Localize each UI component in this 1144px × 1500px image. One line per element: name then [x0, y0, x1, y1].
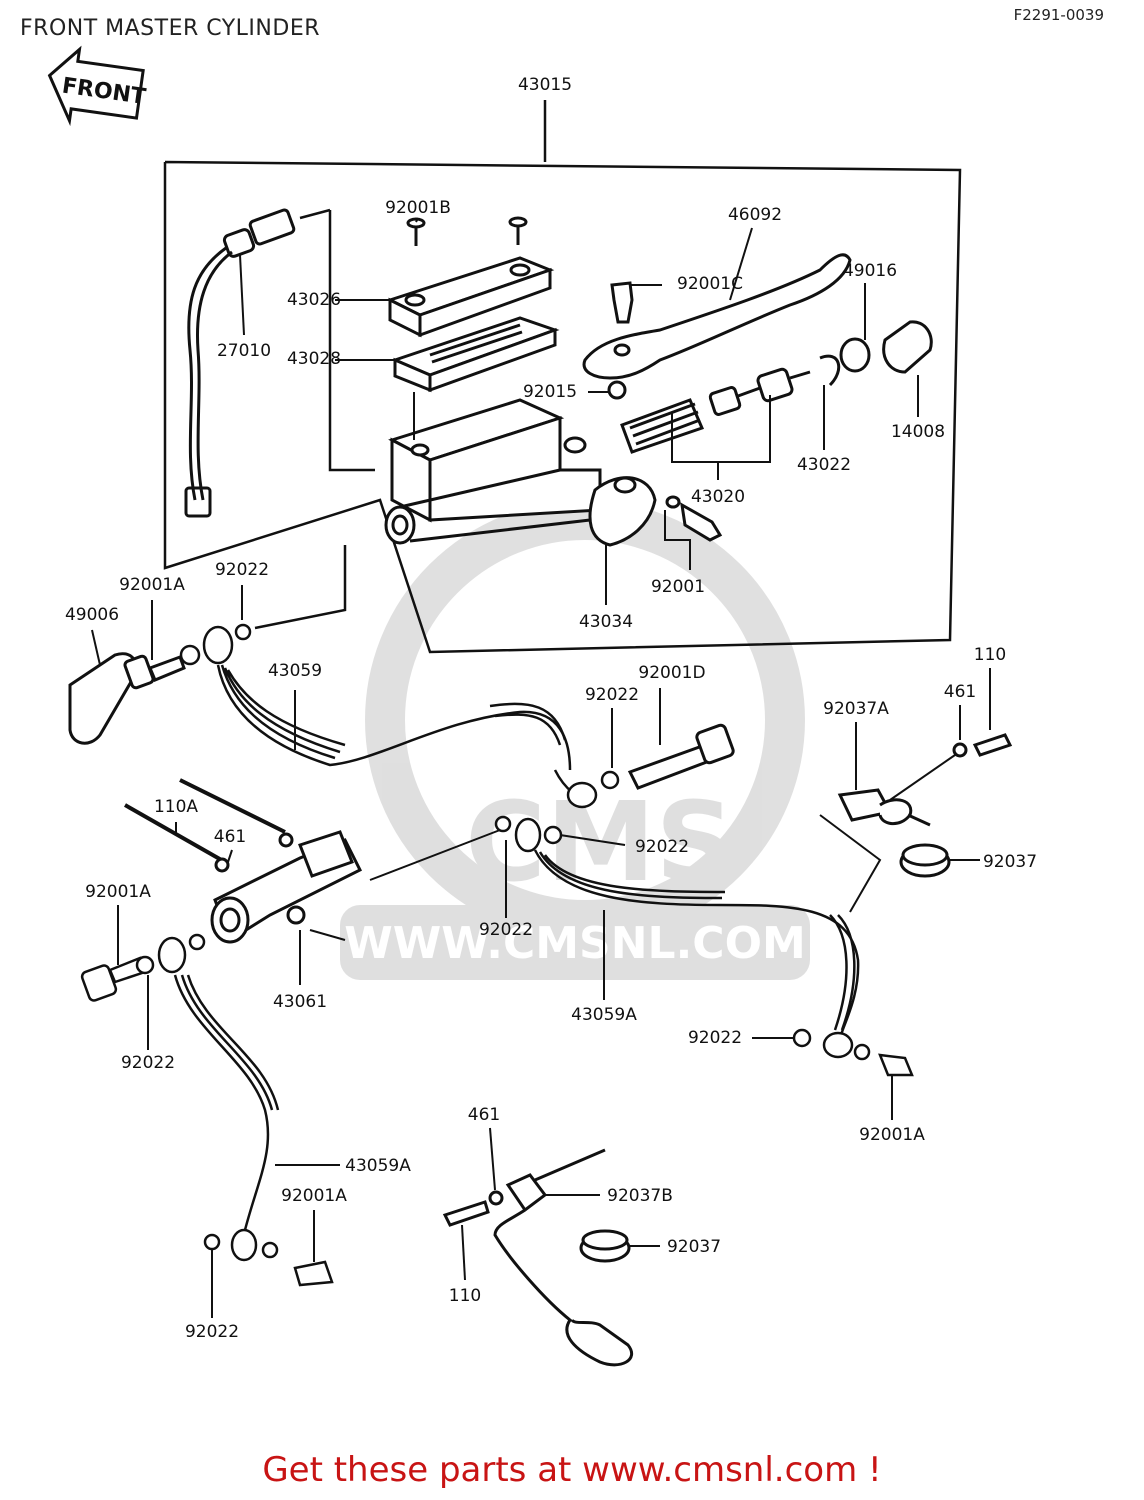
callout-92001b: 92001B: [385, 198, 451, 218]
callout-92022-3: 92022: [635, 837, 689, 857]
brake-lever: [582, 253, 852, 380]
clamp-92037b: [442, 1148, 633, 1367]
callout-92022-7: 92022: [185, 1322, 239, 1342]
callout-43059a-2: 43059A: [345, 1156, 411, 1176]
leader-lines: [91, 217, 991, 1318]
callout-92022-2: 92022: [585, 685, 639, 705]
callout-labels: 43015 92001B 46092 43026 92001C 49016 27…: [65, 75, 1037, 1342]
piston-parts: [607, 320, 933, 454]
assembly-outline: [163, 100, 962, 654]
callout-43015: 43015: [518, 75, 572, 95]
callout-461-3: 461: [468, 1105, 500, 1125]
callout-43061: 43061: [273, 992, 327, 1012]
brake-switch: [184, 208, 296, 518]
callout-92022-1: 92022: [215, 560, 269, 580]
watermark-url: WWW.CMSNL.COM: [344, 918, 806, 969]
callout-461-1: 461: [944, 682, 976, 702]
clamp-92037a: [837, 733, 1013, 878]
callout-110a: 110A: [154, 797, 198, 817]
callout-43028: 43028: [287, 349, 341, 369]
banjo-bolt-49006: [68, 652, 186, 745]
callout-92001a-1: 92001A: [119, 575, 185, 595]
master-cylinder-body: [384, 398, 657, 547]
callout-92001a-2: 92001A: [85, 882, 151, 902]
cap-screws: [406, 216, 528, 246]
callout-92001a-4: 92001A: [281, 1186, 347, 1206]
reservoir-cap: [386, 256, 560, 393]
bolt-92001d: [627, 723, 735, 790]
callout-92037b: 92037B: [607, 1186, 673, 1206]
callout-46092: 46092: [728, 205, 782, 225]
callout-92001c: 92001C: [677, 274, 743, 294]
page-title: FRONT MASTER CYLINDER: [20, 16, 321, 41]
callout-49006: 49006: [65, 605, 119, 625]
callout-43026: 43026: [287, 290, 341, 310]
hose-43059: [179, 623, 620, 809]
callout-461-2: 461: [214, 827, 246, 847]
front-arrow: FRONT: [47, 45, 147, 127]
callout-92001d: 92001D: [638, 663, 705, 683]
callout-92001a-3: 92001A: [859, 1125, 925, 1145]
callout-14008: 14008: [891, 422, 945, 442]
callout-49016: 49016: [843, 261, 897, 281]
callout-43034: 43034: [579, 612, 633, 632]
callout-110-1: 110: [974, 645, 1006, 665]
callout-43059a-1: 43059A: [571, 1005, 637, 1025]
hose-43059a-left: [80, 933, 334, 1287]
callout-43059: 43059: [268, 661, 322, 681]
callout-92015: 92015: [523, 382, 577, 402]
diagram-code: F2291-0039: [1013, 6, 1104, 24]
callout-27010: 27010: [217, 341, 271, 361]
callout-43020: 43020: [691, 487, 745, 507]
callout-92022-5: 92022: [688, 1028, 742, 1048]
bolt-92001: [665, 495, 723, 542]
callout-92037-1: 92037: [983, 852, 1037, 872]
callout-92037-2: 92037: [667, 1237, 721, 1257]
footer-link[interactable]: Get these parts at www.cmsnl.com !: [262, 1450, 882, 1490]
callout-110-2: 110: [449, 1286, 481, 1306]
callout-92022-4: 92022: [479, 920, 533, 940]
callout-92037a: 92037A: [823, 699, 889, 719]
hose-43059a-right: [494, 815, 914, 1077]
callout-43022: 43022: [797, 455, 851, 475]
callout-92022-6: 92022: [121, 1053, 175, 1073]
callout-92001: 92001: [651, 577, 705, 597]
